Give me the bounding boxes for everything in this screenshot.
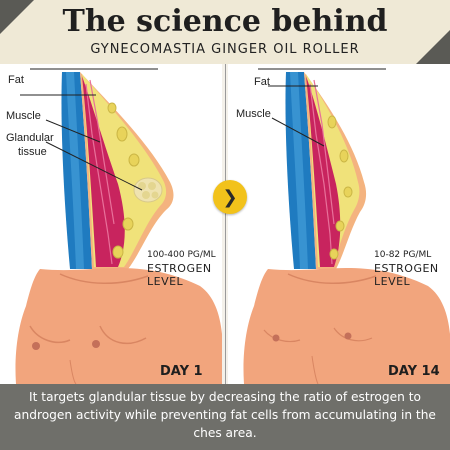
label-fat: Fat [254, 76, 270, 88]
estrogen-level-day-1: 100-400 PG/ML ESTROGEN LEVEL [147, 249, 216, 288]
estrogen-level-day-14: 10-82 PG/ML ESTROGEN LEVEL [374, 249, 439, 288]
label-fat: Fat [8, 74, 24, 86]
label-muscle: Muscle [6, 110, 41, 122]
page-subtitle: GYNECOMASTIA GINGER OIL ROLLER [90, 42, 360, 57]
estrogen-value: 10-82 PG/ML [374, 250, 432, 260]
label-glandular-line2: tissue [18, 146, 47, 158]
footer-description: It targets glandular tissue by decreasin… [14, 390, 436, 440]
page-title: The science behind [62, 4, 388, 39]
label-muscle: Muscle [236, 108, 271, 120]
corner-decoration [416, 30, 450, 64]
day-label-14: DAY 14 [388, 364, 440, 379]
chevron-right-icon: ❯ [222, 186, 238, 208]
estrogen-value: 100-400 PG/ML [147, 250, 216, 260]
level-word: LEVEL [374, 275, 411, 288]
estrogen-word: ESTROGEN [147, 262, 212, 275]
panel-divider [225, 64, 226, 384]
label-glandular-line1: Glandular [6, 132, 54, 144]
panel-day-1: Fat Muscle Glandular tissue 100-400 PG/M… [0, 64, 222, 384]
next-arrow-button[interactable]: ❯ [213, 180, 247, 214]
corner-decoration [0, 0, 34, 34]
estrogen-word: ESTROGEN [374, 262, 439, 275]
breast-anatomy-diagram-day-14 [243, 68, 450, 384]
footer-banner [0, 384, 450, 450]
breast-anatomy-diagram-day-1 [15, 68, 222, 384]
header-banner [0, 0, 450, 64]
panel-day-14: Fat Muscle 10-82 PG/ML ESTROGEN LEVEL DA… [228, 64, 450, 384]
level-word: LEVEL [147, 275, 184, 288]
day-label-1: DAY 1 [160, 364, 203, 379]
